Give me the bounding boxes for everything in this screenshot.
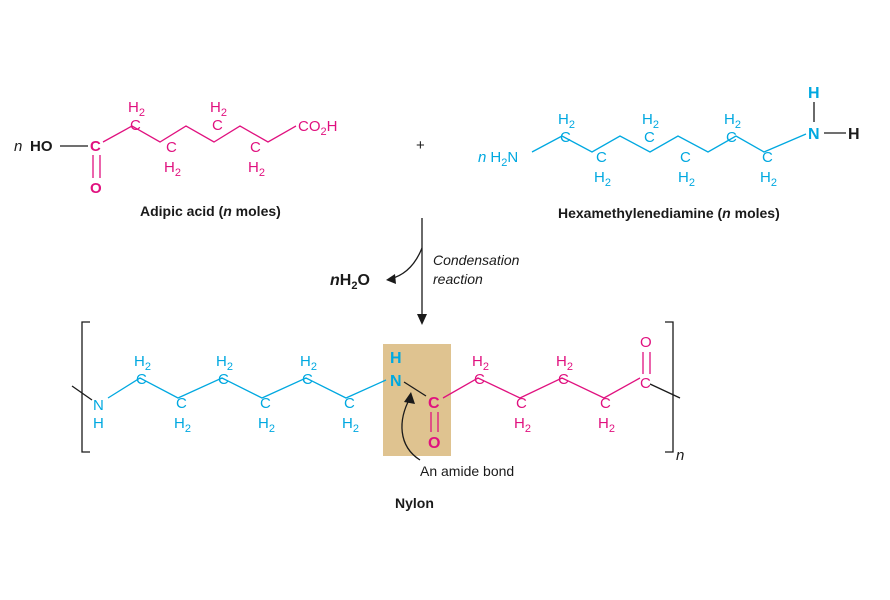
water-release-arrow-head <box>386 274 396 284</box>
adipic-acid-caption: Adipic acid (n moles) <box>140 203 281 219</box>
hexa-c2: C <box>596 149 607 166</box>
repeat-subscript: n <box>676 447 684 464</box>
adipic-chain <box>102 125 297 143</box>
adipic-c4: C <box>212 117 223 134</box>
nylon-c2: C <box>176 395 187 412</box>
nylon-h2-top-1: H2 <box>134 353 151 373</box>
nylon-acid-h2-top-2: H2 <box>556 353 573 373</box>
nylon-c1: C <box>136 371 147 388</box>
adipic-h2-bottom-2: H2 <box>248 159 265 179</box>
hexamethylenediamine-caption: Hexamethylenediamine (n moles) <box>558 205 780 221</box>
nylon-acid-c1: C <box>474 371 485 388</box>
nylon-c3: C <box>218 371 229 388</box>
amide-oxygen: O <box>428 435 440 452</box>
left-chain-end <box>71 385 93 401</box>
nylon-c4: C <box>260 395 271 412</box>
carboxyl-group-2: CO2H <box>298 118 337 138</box>
nylon-h2-bottom-1: H2 <box>174 415 191 435</box>
nylon-carbonyl-oxygen: O <box>640 334 652 351</box>
hexa-c6: C <box>762 149 773 166</box>
hexa-c3: C <box>644 129 655 146</box>
nylon-acid-chain <box>442 377 641 399</box>
nylon-repeat-unit: n N H C H2 C H2 C H2 C H2 C H2 C H2 H N … <box>71 321 684 464</box>
nylon-acid-h2-top-1: H2 <box>472 353 489 373</box>
nylon-carbonyl-carbon: C <box>640 375 651 392</box>
hexa-h2-top-2: H2 <box>642 111 659 131</box>
water-product: nH2O <box>330 272 370 292</box>
nylon-acid-c4: C <box>600 395 611 412</box>
nylon-acid-h2-bottom-1: H2 <box>514 415 531 435</box>
nylon-caption: Nylon <box>395 495 434 511</box>
hydroxyl-group: HO <box>30 138 53 155</box>
condensation-label: Condensation <box>433 252 520 268</box>
hexa-h2-bottom-3: H2 <box>760 169 777 189</box>
nylon-nh-hydrogen-1: H <box>93 415 104 432</box>
hexa-chain <box>531 133 807 153</box>
adipic-c5: C <box>250 139 261 156</box>
amine-hydrogen-top: H <box>808 85 820 102</box>
carboxyl-carbon-1: C <box>90 138 101 155</box>
nylon-h2-bottom-3: H2 <box>342 415 359 435</box>
amide-pointer-arrow <box>401 397 421 461</box>
reaction-label: reaction <box>433 271 483 287</box>
hexa-h2-top-1: H2 <box>558 111 575 131</box>
carbonyl-oxygen-1: O <box>90 180 102 197</box>
nylon-h2-bottom-2: H2 <box>258 415 275 435</box>
hexa-h2-bottom-2: H2 <box>678 169 695 189</box>
reaction-arrow-head <box>417 314 427 325</box>
reaction-arrow <box>386 218 427 325</box>
nylon-acid-c2: C <box>516 395 527 412</box>
amine-hydrogen-right: H <box>848 126 860 143</box>
nylon-acid-h2-bottom-2: H2 <box>598 415 615 435</box>
right-bracket <box>665 321 674 453</box>
adipic-c2: C <box>130 117 141 134</box>
hexa-c5: C <box>726 129 737 146</box>
plus-sign: + <box>416 137 425 154</box>
amide-bond-label: An amide bond <box>420 463 514 479</box>
amide-highlight <box>383 344 451 456</box>
amide-hydrogen: H <box>390 350 402 367</box>
nylon-diamine-chain <box>107 377 387 399</box>
hexa-h2-bottom-1: H2 <box>594 169 611 189</box>
amide-nitrogen: N <box>390 373 402 390</box>
amide-pointer-arrow-head <box>404 392 415 404</box>
amine-nitrogen-2: N <box>808 126 820 143</box>
nylon-nitrogen-1: N <box>93 397 104 414</box>
right-chain-end <box>649 383 681 399</box>
nylon-c6: C <box>344 395 355 412</box>
hexa-c1: C <box>560 129 571 146</box>
nylon-c5: C <box>302 371 313 388</box>
adipic-h2-top-2: H2 <box>210 99 227 119</box>
amide-carbon: C <box>428 395 440 412</box>
hexa-h2-top-3: H2 <box>724 111 741 131</box>
nylon-h2-top-3: H2 <box>300 353 317 373</box>
hexa-c4: C <box>680 149 691 166</box>
adipic-coefficient: n <box>14 138 22 155</box>
adipic-h2-top-1: H2 <box>128 99 145 119</box>
amide-bond-line <box>403 381 427 397</box>
adipic-h2-bottom-1: H2 <box>164 159 181 179</box>
left-bracket <box>81 321 90 453</box>
adipic-acid-molecule: n HO C O C H2 C H2 C H2 C H2 CO2H <box>14 99 337 197</box>
nylon-h2-top-2: H2 <box>216 353 233 373</box>
adipic-c3: C <box>166 139 177 156</box>
nylon-acid-c3: C <box>558 371 569 388</box>
